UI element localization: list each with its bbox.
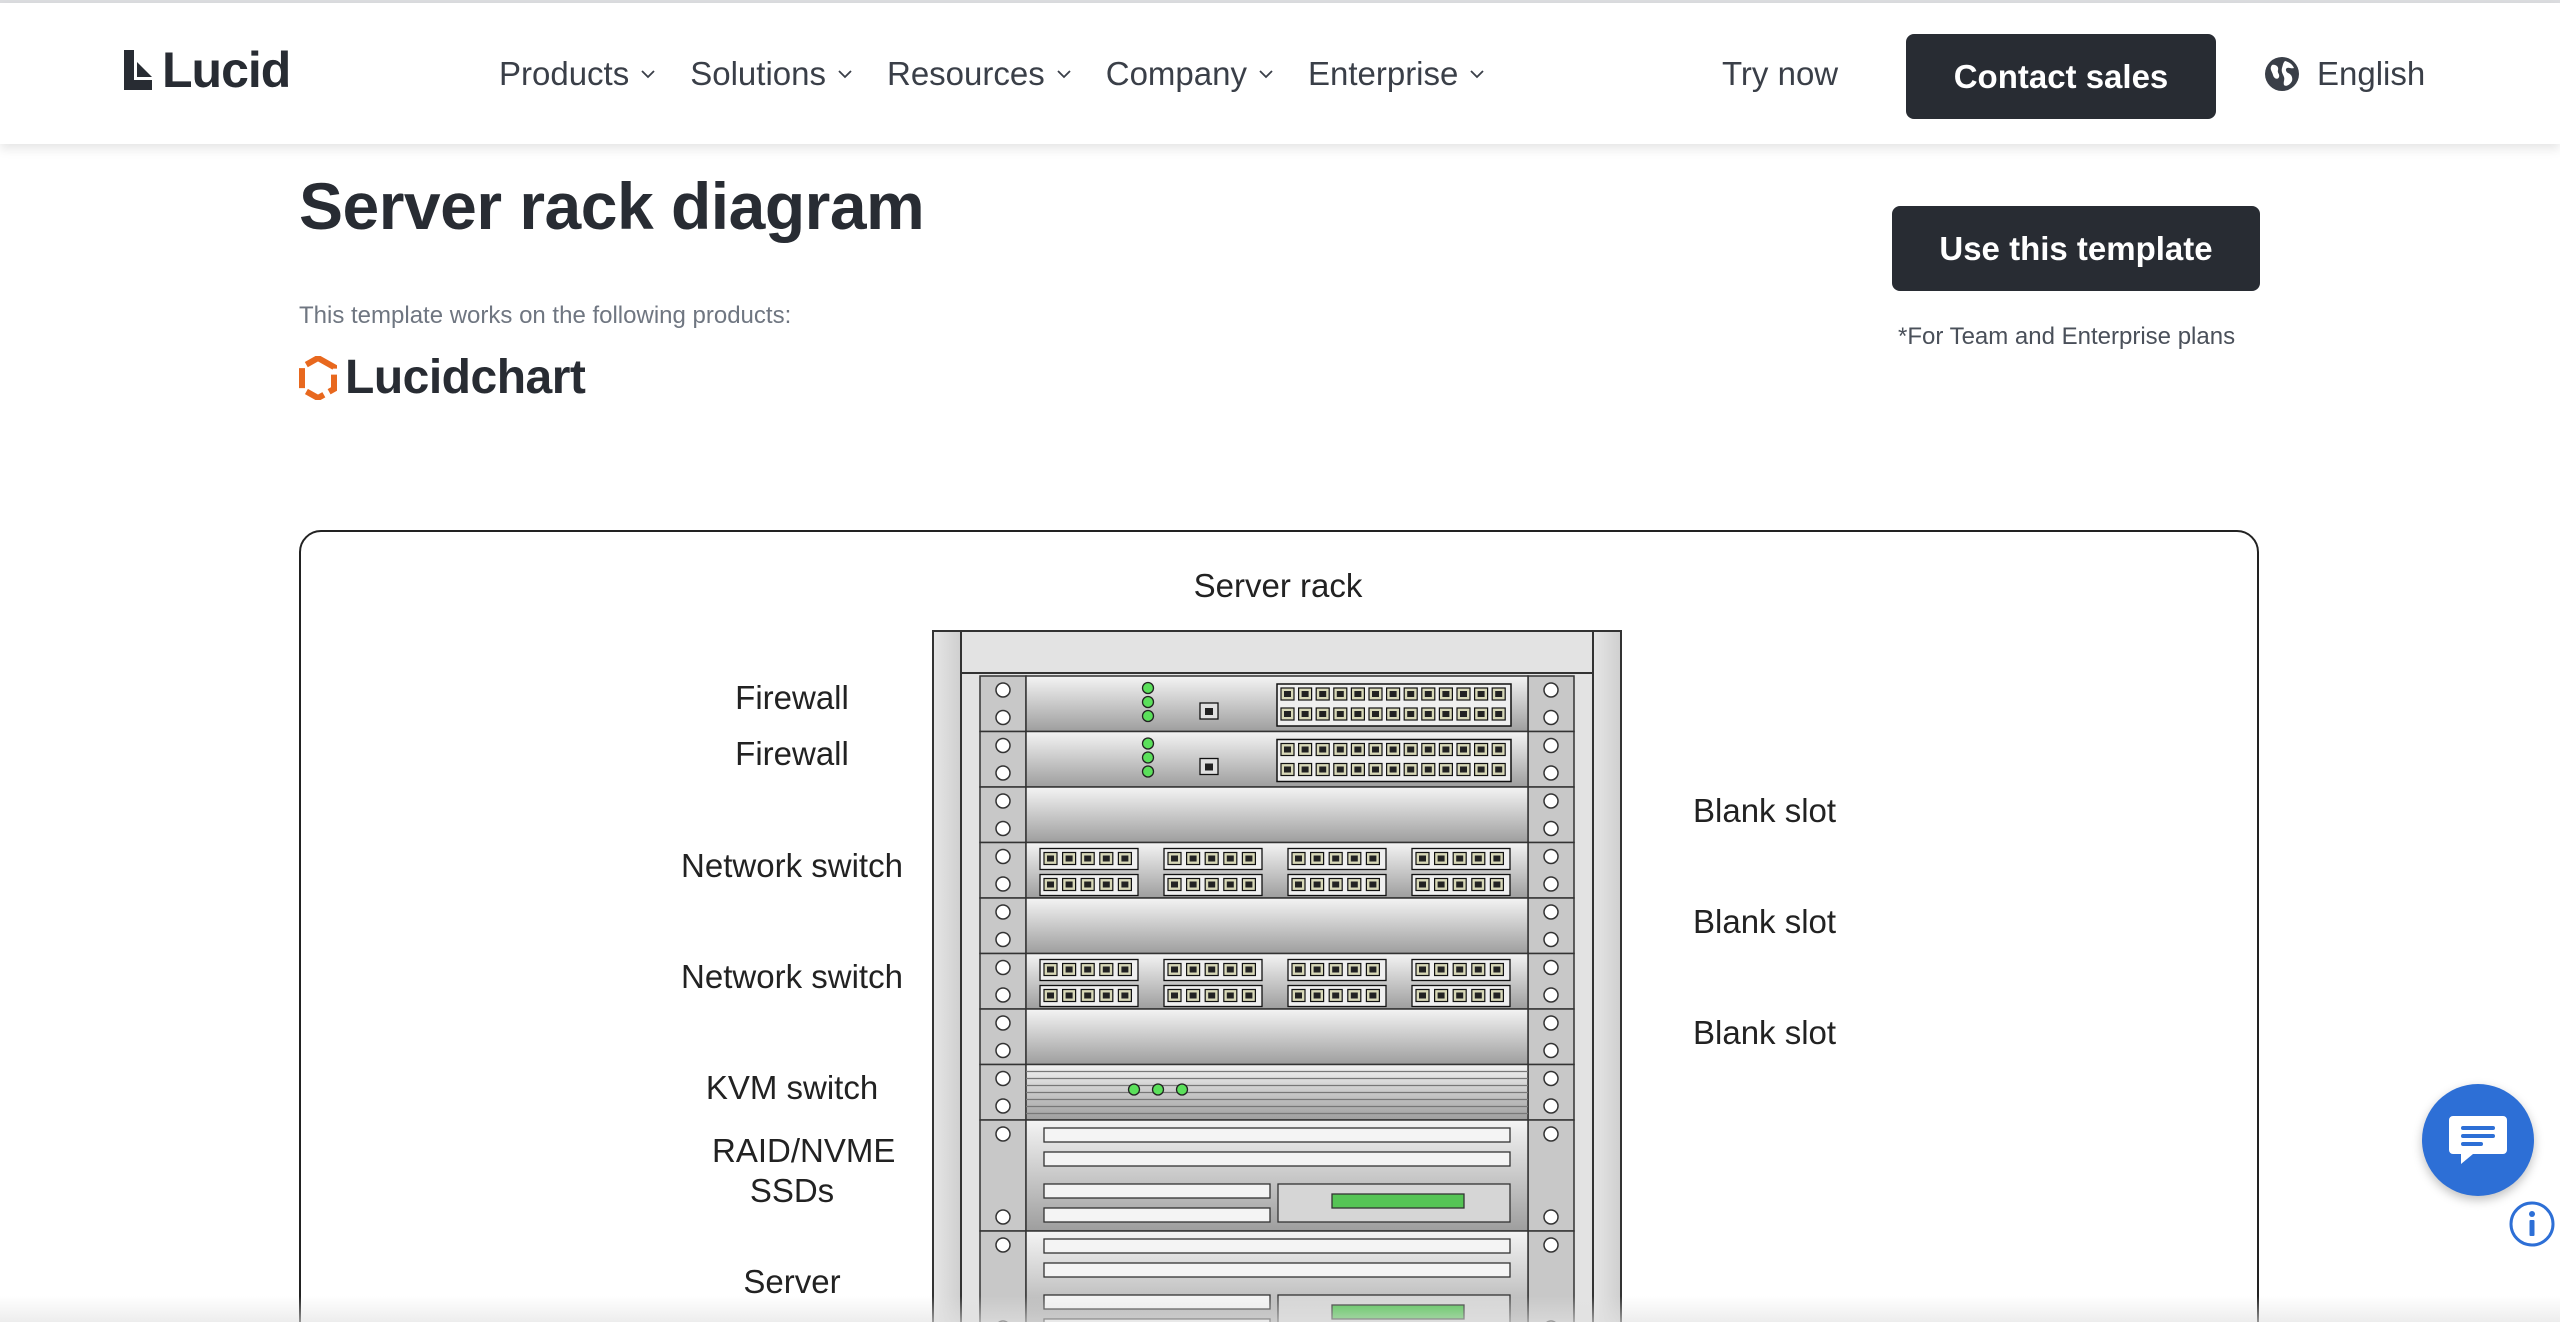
label-kvm-switch: KVM switch (705, 1069, 879, 1106)
plans-note: *For Team and Enterprise plans (1898, 323, 2236, 350)
label-firewall-1: Firewall (735, 679, 849, 716)
page-title: Server rack diagram (299, 169, 925, 243)
brand-name: Lucid (162, 42, 291, 98)
lucid-logo[interactable]: Lucid (122, 42, 291, 98)
globe-icon (2265, 57, 2299, 91)
nav-company[interactable]: Company (1106, 55, 1275, 93)
rack-unit-storage (979, 1119, 1575, 1232)
works-on-text: This template works on the following pro… (299, 302, 792, 329)
chevron-down-icon (838, 70, 852, 79)
nav-enterprise[interactable]: Enterprise (1308, 55, 1486, 93)
label-server: Server (743, 1263, 841, 1300)
chevron-down-icon (641, 70, 655, 79)
chevron-down-icon (1470, 70, 1485, 79)
server-rack-illustration (932, 630, 1622, 1322)
lucid-logo-mark-icon (124, 50, 152, 90)
nav-label: Solutions (690, 55, 826, 92)
chevron-down-icon (1057, 70, 1071, 79)
rack-unit-firewall (979, 675, 1575, 733)
bottom-fade (0, 1296, 2560, 1322)
chevron-down-icon (1259, 70, 1273, 79)
language-label: English (2317, 55, 2426, 92)
nav-label: Company (1105, 55, 1247, 92)
rack-unit-kvm (979, 1063, 1575, 1121)
main-nav: Products Solutions Resources Company Ent… (499, 55, 1519, 93)
site-header: Lucid Products Solutions Resources Compa… (0, 3, 2560, 144)
lucidchart-logo-icon (299, 355, 337, 400)
label-blank-slot-3: Blank slot (1693, 1014, 1837, 1051)
chat-button[interactable] (2422, 1084, 2534, 1196)
label-network-switch-2: Network switch (681, 958, 903, 995)
rack-unit-firewall (979, 730, 1575, 788)
rack-unit-blank (979, 786, 1575, 844)
rack-unit-switch (979, 841, 1575, 899)
rack-unit-blank (979, 1008, 1575, 1066)
nav-resources[interactable]: Resources (887, 55, 1073, 93)
try-now-link[interactable]: Try now (1722, 55, 1839, 92)
language-selector[interactable]: English (2263, 55, 2425, 93)
nav-label: Products (499, 55, 630, 92)
nav-label: Enterprise (1307, 55, 1459, 92)
contact-sales-button[interactable]: Contact sales (1906, 34, 2216, 119)
label-network-switch-1: Network switch (681, 847, 903, 884)
nav-label: Resources (887, 55, 1045, 92)
use-template-button[interactable]: Use this template (1892, 206, 2260, 291)
label-raid-ssds: RAID/NVME SSDs (712, 1132, 896, 1209)
diagram-title: Server rack (1193, 567, 1363, 604)
label-blank-slot-1: Blank slot (1693, 792, 1837, 829)
rack-unit-blank (979, 897, 1575, 955)
nav-products[interactable]: Products (499, 55, 657, 93)
chat-bubble-icon (2449, 1116, 2507, 1164)
product-name: Lucidchart (345, 351, 586, 404)
label-blank-slot-2: Blank slot (1693, 903, 1837, 940)
label-firewall-2: Firewall (735, 735, 849, 772)
info-icon[interactable] (2508, 1200, 2556, 1248)
top-border (0, 0, 2560, 3)
product-badge: Lucidchart (299, 350, 586, 405)
rack-unit-switch (979, 952, 1575, 1010)
nav-solutions[interactable]: Solutions (690, 55, 854, 93)
